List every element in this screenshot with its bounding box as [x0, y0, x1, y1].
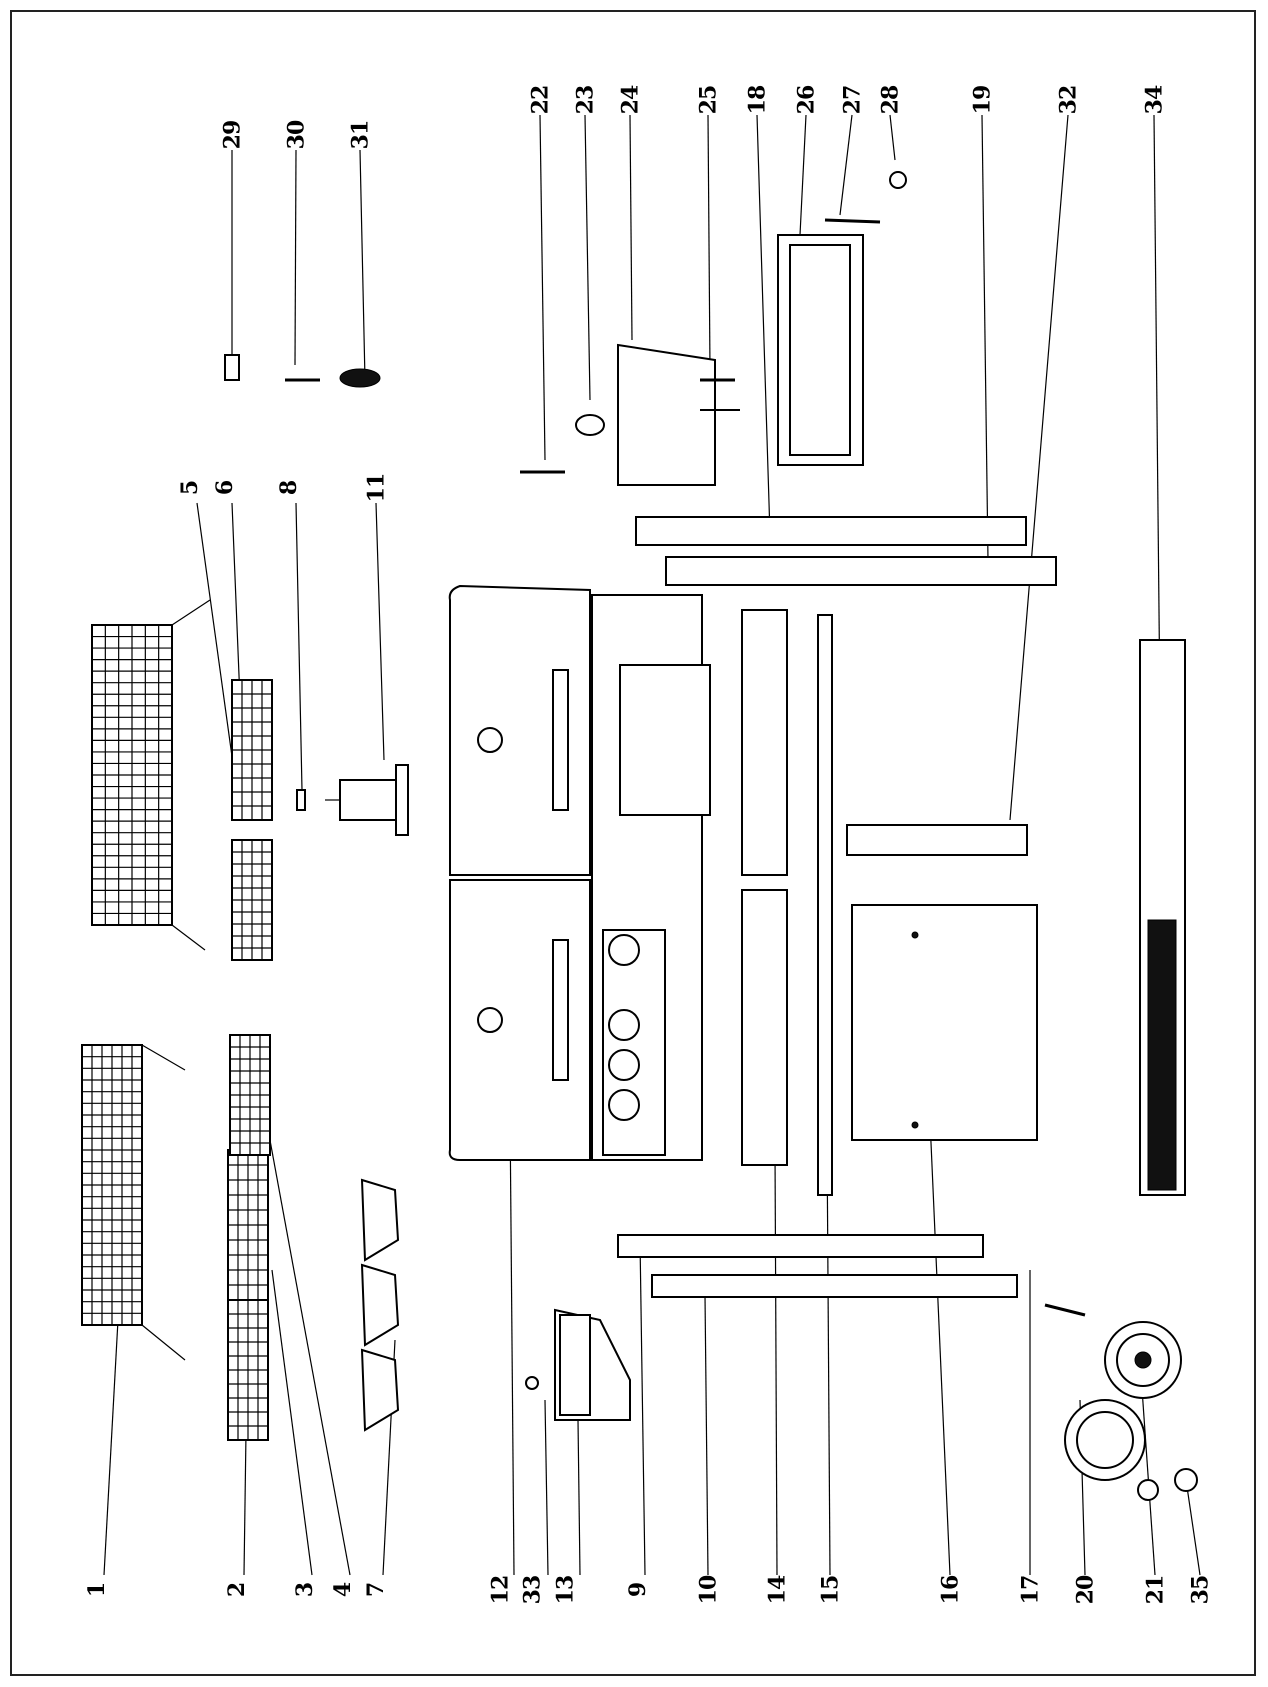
part-16-bottom-panel — [851, 904, 1038, 1141]
part-label-14: 14 — [764, 1575, 791, 1605]
part-label-30: 30 — [283, 120, 310, 150]
part-label-5: 5 — [177, 480, 204, 496]
part-label-12: 12 — [487, 1575, 514, 1605]
part-label-23: 23 — [572, 85, 599, 115]
part-control-panel — [591, 594, 711, 1161]
part-13-side-burner — [554, 1308, 631, 1421]
part-label-8: 8 — [276, 480, 303, 496]
part-label-17: 17 — [1017, 1575, 1044, 1605]
part-label-33: 33 — [519, 1575, 546, 1605]
part-31-burner — [339, 368, 381, 388]
part-label-31: 31 — [347, 120, 374, 150]
part-19-leg — [665, 556, 1057, 586]
part-4-cooking-grid — [229, 1034, 271, 1156]
part-label-28: 28 — [877, 85, 904, 115]
part-29-bracket — [224, 354, 240, 381]
part-18-leg — [635, 516, 1027, 546]
part-label-21: 21 — [1142, 1575, 1169, 1605]
part-label-29: 29 — [219, 120, 246, 150]
part-label-1: 1 — [84, 1582, 111, 1598]
part-11-rotisserie-motor — [325, 764, 409, 836]
part-label-13: 13 — [552, 1575, 579, 1605]
part-24-shelf-bracket — [617, 343, 716, 486]
part-28-knob — [889, 171, 907, 189]
part-label-20: 20 — [1072, 1575, 1099, 1605]
part-label-25: 25 — [695, 85, 722, 115]
part-14-drip-tray — [741, 889, 788, 1166]
part-1-warming-rack-left — [81, 1044, 186, 1361]
part-label-3: 3 — [292, 1582, 319, 1598]
part-label-7: 7 — [363, 1582, 390, 1598]
part-label-16: 16 — [937, 1575, 964, 1605]
part-label-2: 2 — [224, 1582, 251, 1598]
part-20-wheel — [1064, 1399, 1159, 1501]
part-33-valve — [525, 1376, 539, 1390]
part-21-wheel — [1104, 1321, 1182, 1399]
part-8-bracket — [296, 789, 306, 811]
part-label-27: 27 — [839, 85, 866, 115]
part-6-cooking-grid — [231, 679, 273, 821]
part-label-15: 15 — [817, 1575, 844, 1605]
part-3-cooking-grid — [227, 1149, 269, 1301]
part-26-storage-box — [777, 234, 864, 466]
part-label-24: 24 — [617, 85, 644, 115]
part-10-rail — [651, 1274, 1018, 1298]
part-label-10: 10 — [695, 1575, 722, 1605]
part-35-washer — [1174, 1468, 1198, 1492]
part-23-regulator — [575, 414, 605, 436]
part-32-panel — [846, 824, 1028, 856]
leader-lines — [103, 114, 1201, 1576]
diagram-frame — [10, 10, 1256, 1676]
part-label-11: 11 — [363, 473, 390, 503]
part-warming-rack-right — [91, 599, 211, 951]
part-34-long-grate — [1139, 639, 1186, 1196]
part-9-rail — [617, 1234, 984, 1258]
part-5-cooking-grid — [231, 839, 273, 961]
part-label-22: 22 — [527, 85, 554, 115]
part-label-4: 4 — [330, 1582, 357, 1598]
part-label-6: 6 — [212, 480, 239, 496]
part-label-26: 26 — [793, 85, 820, 115]
part-7-flame-tamers — [360, 1178, 400, 1432]
part-15-cross-bar — [817, 614, 833, 1196]
part-label-34: 34 — [1141, 85, 1168, 115]
part-label-9: 9 — [625, 1582, 652, 1598]
part-label-19: 19 — [969, 85, 996, 115]
part-17-rod — [1044, 1303, 1086, 1317]
part-2-cooking-grid — [227, 1299, 269, 1441]
part-drip-tray-right — [741, 609, 788, 876]
part-label-35: 35 — [1187, 1575, 1214, 1605]
part-27-rod — [824, 218, 881, 224]
part-label-32: 32 — [1055, 85, 1082, 115]
part-12-grill-hood — [448, 584, 591, 1161]
part-label-18: 18 — [744, 85, 771, 115]
